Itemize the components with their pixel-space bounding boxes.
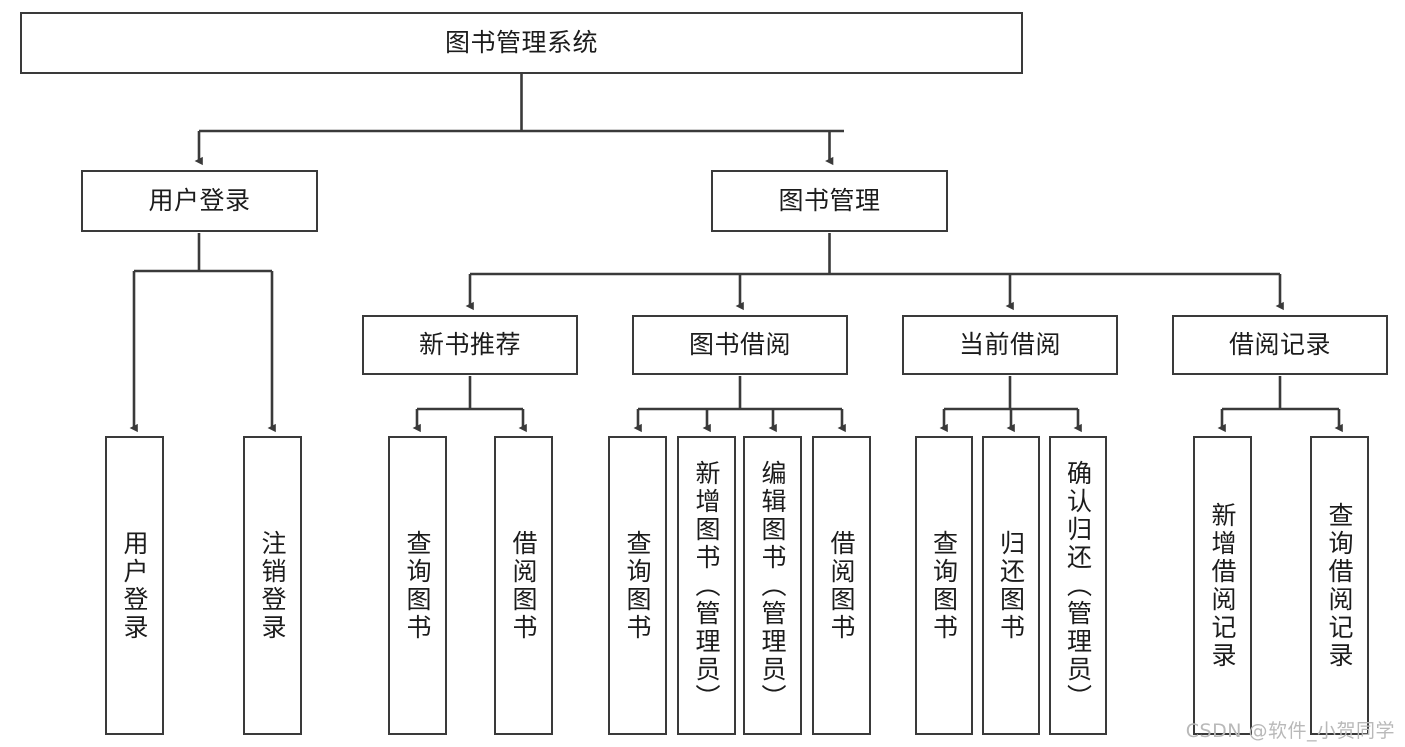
- node-label: 借阅记录: [1228, 330, 1331, 360]
- node-label: 新增借阅记录: [1208, 501, 1237, 670]
- node-book-management[interactable]: 图书管理: [711, 170, 948, 232]
- leaf-book-borrow-add-book-admin[interactable]: 新增图书（管理员）: [677, 436, 736, 735]
- leaf-user-login[interactable]: 用户登录: [105, 436, 164, 735]
- node-label: 编辑图书（管理员）: [758, 459, 787, 712]
- leaf-book-borrow-query-book[interactable]: 查询图书: [608, 436, 667, 735]
- node-label: 查询图书: [623, 529, 652, 642]
- node-current-borrowing[interactable]: 当前借阅: [902, 315, 1118, 375]
- leaf-current-borrow-confirm-return-admin[interactable]: 确认归还（管理员）: [1049, 436, 1107, 735]
- node-label: 当前借阅: [958, 330, 1061, 360]
- node-book-borrowing[interactable]: 图书借阅: [632, 315, 848, 375]
- node-label: 注销登录: [258, 529, 287, 642]
- node-label: 图书管理系统: [444, 28, 598, 58]
- node-label: 查询图书: [403, 529, 432, 642]
- node-user-login[interactable]: 用户登录: [81, 170, 318, 232]
- leaf-logout[interactable]: 注销登录: [243, 436, 302, 735]
- leaf-current-borrow-return-book[interactable]: 归还图书: [982, 436, 1040, 735]
- node-label: 图书借阅: [688, 330, 791, 360]
- node-label: 新书推荐: [418, 330, 521, 360]
- leaf-book-borrow-borrow-book[interactable]: 借阅图书: [812, 436, 871, 735]
- node-root-book-management-system[interactable]: 图书管理系统: [20, 12, 1023, 74]
- leaf-borrow-record-add-record[interactable]: 新增借阅记录: [1193, 436, 1252, 735]
- node-label: 图书管理: [778, 186, 881, 216]
- node-label: 查询借阅记录: [1325, 501, 1354, 670]
- node-label: 借阅图书: [827, 529, 856, 642]
- node-new-book-recommendation[interactable]: 新书推荐: [362, 315, 578, 375]
- node-label: 新增图书（管理员）: [692, 459, 721, 712]
- leaf-borrow-record-query-record[interactable]: 查询借阅记录: [1310, 436, 1369, 735]
- node-label: 用户登录: [120, 529, 149, 642]
- leaf-new-book-borrow-book[interactable]: 借阅图书: [494, 436, 553, 735]
- node-borrowing-record[interactable]: 借阅记录: [1172, 315, 1388, 375]
- node-label: 确认归还（管理员）: [1063, 459, 1093, 712]
- node-label: 借阅图书: [509, 529, 538, 642]
- leaf-book-borrow-edit-book-admin[interactable]: 编辑图书（管理员）: [743, 436, 802, 735]
- watermark-text: CSDN @软件_小贺同学: [1185, 720, 1395, 742]
- node-label: 归还图书: [996, 529, 1026, 642]
- leaf-current-borrow-query-book[interactable]: 查询图书: [915, 436, 973, 735]
- node-label: 查询图书: [929, 529, 959, 642]
- leaf-new-book-query-book[interactable]: 查询图书: [388, 436, 447, 735]
- node-label: 用户登录: [148, 186, 251, 216]
